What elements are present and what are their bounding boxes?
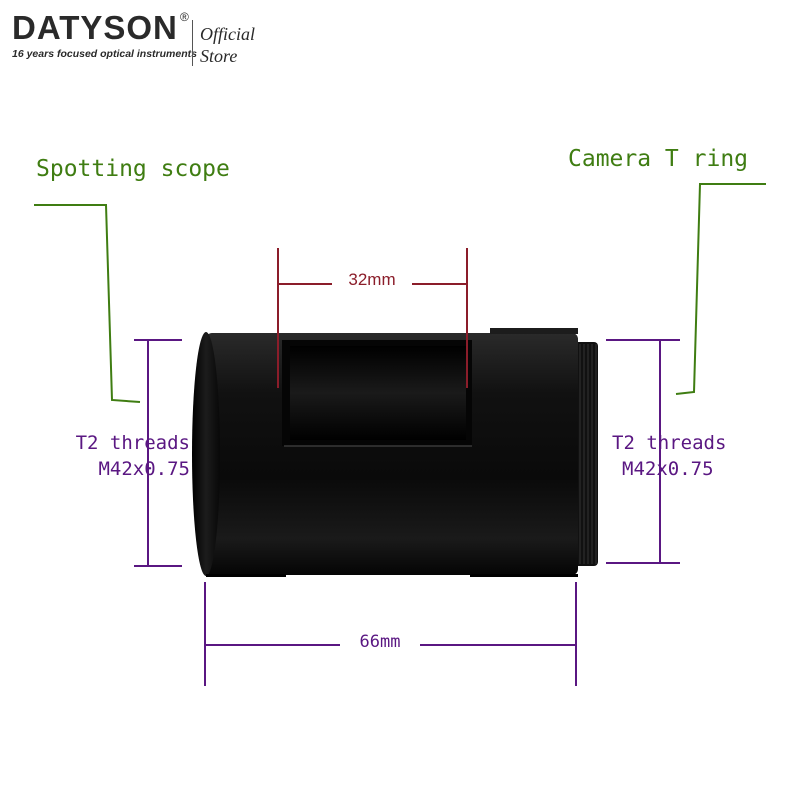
dim-purple-lines xyxy=(134,339,680,686)
thread-left-line1: T2 threads xyxy=(75,432,190,454)
brand-store: Store xyxy=(200,46,238,66)
label-spotting-scope: Spotting scope xyxy=(36,156,230,182)
tube-body xyxy=(192,328,578,577)
dim-32-lines xyxy=(277,248,468,388)
label-camera-t-ring: Camera T ring xyxy=(568,146,749,172)
brand-tagline: 16 years focused optical instruments xyxy=(12,48,197,60)
brand-divider xyxy=(192,20,193,66)
thread-left-line2: M42x0.75 xyxy=(98,458,190,480)
brand-official: Official xyxy=(200,24,255,44)
dimension-66mm: 66mm xyxy=(359,632,401,652)
leader-lines xyxy=(34,183,766,403)
thread-right-line2: M42x0.75 xyxy=(622,458,714,480)
brand-name: DATYSON xyxy=(12,9,178,46)
thread-right-line1: T2 threads xyxy=(612,432,727,454)
thread-end xyxy=(574,342,598,566)
label-thread-right: T2 threads M42x0.75 xyxy=(612,430,750,482)
registered-mark: ® xyxy=(180,10,189,24)
brand-logo: DATYSON ® 16 years focused optical instr… xyxy=(12,8,255,68)
label-thread-left: T2 threads M42x0.75 xyxy=(60,430,190,482)
dimension-32mm: 32mm xyxy=(332,270,412,290)
